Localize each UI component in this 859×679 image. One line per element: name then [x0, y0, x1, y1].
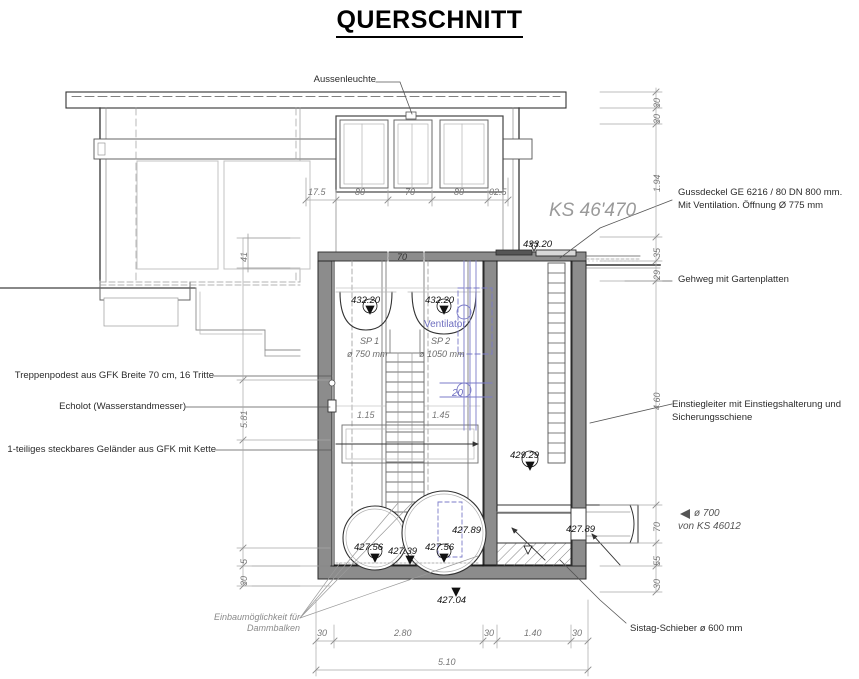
elevation-bench: 429.29 — [510, 450, 540, 461]
callout-gussdeckel-line2: Mit Ventilation. Öffnung Ø 775 mm — [678, 200, 824, 211]
dim-ventilator-20: 20 — [452, 388, 464, 399]
dim-top-2: 70 — [405, 187, 416, 197]
elevation-outlet: 427.89 — [452, 525, 482, 536]
dim-right-3: 35 — [652, 247, 662, 258]
einbau-line1: Einbaumöglichkeit für — [213, 612, 300, 622]
reference-label: KS 46'470 — [549, 200, 637, 221]
elevation-mid: 427.39 — [388, 546, 418, 557]
label-ventilator: Ventilator — [424, 319, 466, 330]
elevation-outlet-right: 427.89 — [566, 524, 596, 535]
dim-top-1: 80 — [355, 187, 366, 197]
elevation-deck: 433.20 — [523, 239, 553, 250]
elevation-sp2-invert: 427.56 — [425, 542, 455, 553]
dim-right-1: 30 — [652, 113, 662, 124]
label-sp1-diameter: ø 750 mm — [347, 349, 388, 359]
dim-inner-width-1: 1.45 — [432, 410, 450, 420]
dim-right-8: 30 — [652, 578, 662, 589]
dim-shaft-opening: 70 — [397, 252, 408, 262]
elevation-sp2-top: 432.20 — [425, 295, 455, 306]
einbau-line2: Dammbalken — [246, 623, 300, 633]
dim-right-2: 1.94 — [652, 174, 662, 192]
label-sp2-name: SP 2 — [431, 336, 451, 346]
callout-einbaumoeglichkeit: Einbaumöglichkeit für Dammbalken — [160, 612, 300, 634]
callout-inlet-pipe-source: von KS 46012 — [678, 521, 741, 532]
callout-gehweg: Gehweg mit Gartenplatten — [678, 274, 789, 285]
callout-treppenpodest: Treppenpodest aus GFK Breite 70 cm, 16 T… — [14, 370, 214, 381]
dim-bottom-total: 5.10 — [438, 657, 456, 667]
callout-echolot: Echolot (Wasserstandmesser) — [59, 401, 186, 412]
dim-bottom-0: 30 — [317, 628, 328, 638]
callout-einstiegleiter-line2: Sicherungsschiene — [672, 412, 753, 423]
dim-right-7: 55 — [652, 555, 662, 566]
dim-bottom-4: 30 — [572, 628, 583, 638]
dim-bottom-1: 2.80 — [394, 628, 412, 638]
dim-bottom-2: 30 — [484, 628, 495, 638]
callout-aussenleuchte: Aussenleuchte — [313, 74, 376, 85]
dim-right-6: 70 — [652, 521, 662, 532]
dim-top-3: 80 — [454, 187, 465, 197]
dim-left-2: 5 — [239, 558, 249, 564]
dim-right-4: 29 — [652, 269, 662, 280]
dim-inner-width-0: 1.15 — [357, 410, 375, 420]
page-title: QUERSCHNITT — [0, 6, 859, 38]
elevation-sp1-invert: 427.56 — [354, 542, 384, 553]
callout-gelaender: 1-teiliges steckbares Geländer aus GFK m… — [7, 444, 216, 455]
label-sp1-name: SP 1 — [360, 336, 380, 346]
dim-top-4: 02.5 — [489, 187, 507, 197]
dim-top-0: 17.5 — [308, 187, 326, 197]
elevation-sp1-top: 432.20 — [351, 295, 381, 306]
dim-left-1: 5.81 — [239, 410, 249, 428]
callout-inlet-pipe-diameter: ø 700 — [694, 508, 720, 519]
elevation-floor: 427.04 — [437, 595, 467, 606]
dim-right-5: 4.60 — [652, 392, 662, 410]
callout-gussdeckel-line1: Gussdeckel GE 6216 / 80 DN 800 mm. — [678, 187, 843, 198]
callout-sistag-schieber: Sistag-Schieber ø 600 mm — [630, 623, 743, 634]
dim-right-0: 30 — [652, 97, 662, 108]
dim-left-3: 30 — [239, 575, 249, 586]
callout-einstiegleiter-line1: Einstiegleiter mit Einstiegshalterung un… — [672, 399, 841, 410]
dim-left-0: 41 — [239, 251, 249, 262]
dim-bottom-3: 1.40 — [524, 628, 542, 638]
label-sp2-diameter: ø 1050 mm — [419, 349, 465, 359]
